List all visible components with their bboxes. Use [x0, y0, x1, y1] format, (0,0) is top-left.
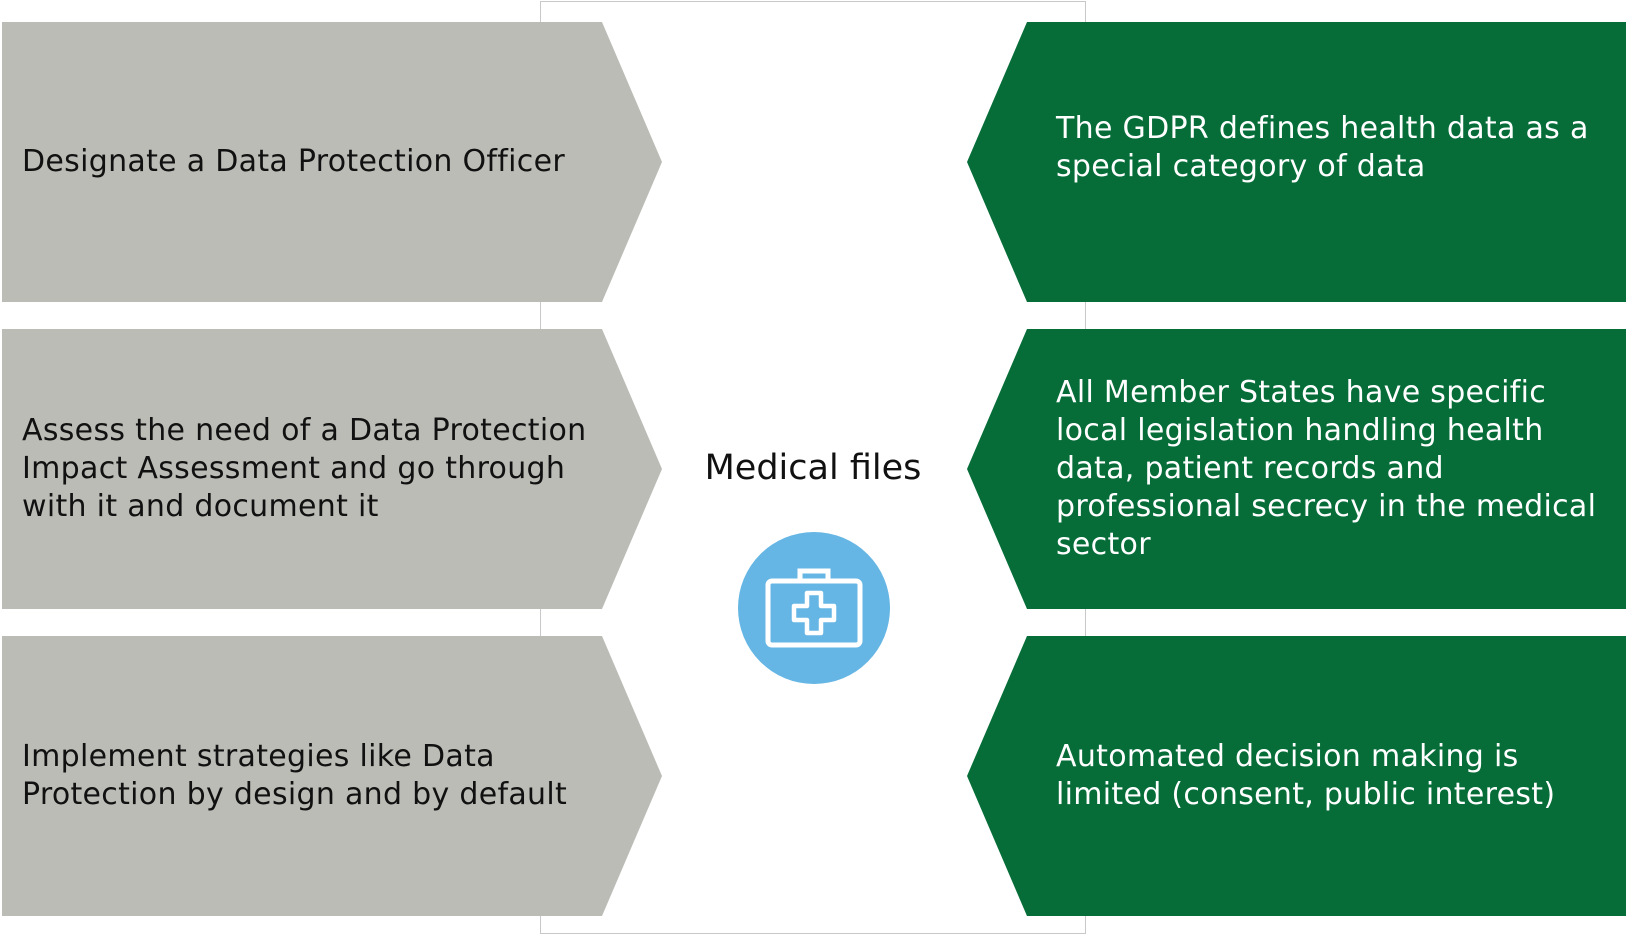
medical-kit-icon [738, 532, 890, 684]
right-arrow-text: Automated decision making is limited (co… [1056, 739, 1556, 812]
left-arrow-dpo: Designate a Data Protection Officer [2, 22, 662, 302]
left-arrow-strategies: Implement strategies like Data Protectio… [2, 636, 662, 916]
right-arrow-gdpr: The GDPR defines health data as a specia… [967, 22, 1626, 302]
left-arrow-text: Assess the need of a Data Protection Imp… [22, 413, 587, 524]
right-arrow-automated-decisions: Automated decision making is limited (co… [967, 636, 1626, 916]
center-title: Medical files [704, 448, 922, 488]
right-arrow-text: The GDPR defines health data as a specia… [1056, 111, 1589, 184]
kit-handle [797, 568, 831, 581]
right-arrow-member-states: All Member States have specific local le… [967, 329, 1626, 609]
kit-body [765, 578, 863, 648]
right-arrow-text: All Member States have specific local le… [1056, 375, 1597, 562]
left-arrow-text: Designate a Data Protection Officer [22, 144, 565, 179]
left-arrow-dpia: Assess the need of a Data Protection Imp… [2, 329, 662, 609]
medical-kit-icon-svg [765, 568, 863, 648]
kit-cross [791, 590, 837, 636]
left-arrow-text: Implement strategies like Data Protectio… [22, 739, 568, 812]
